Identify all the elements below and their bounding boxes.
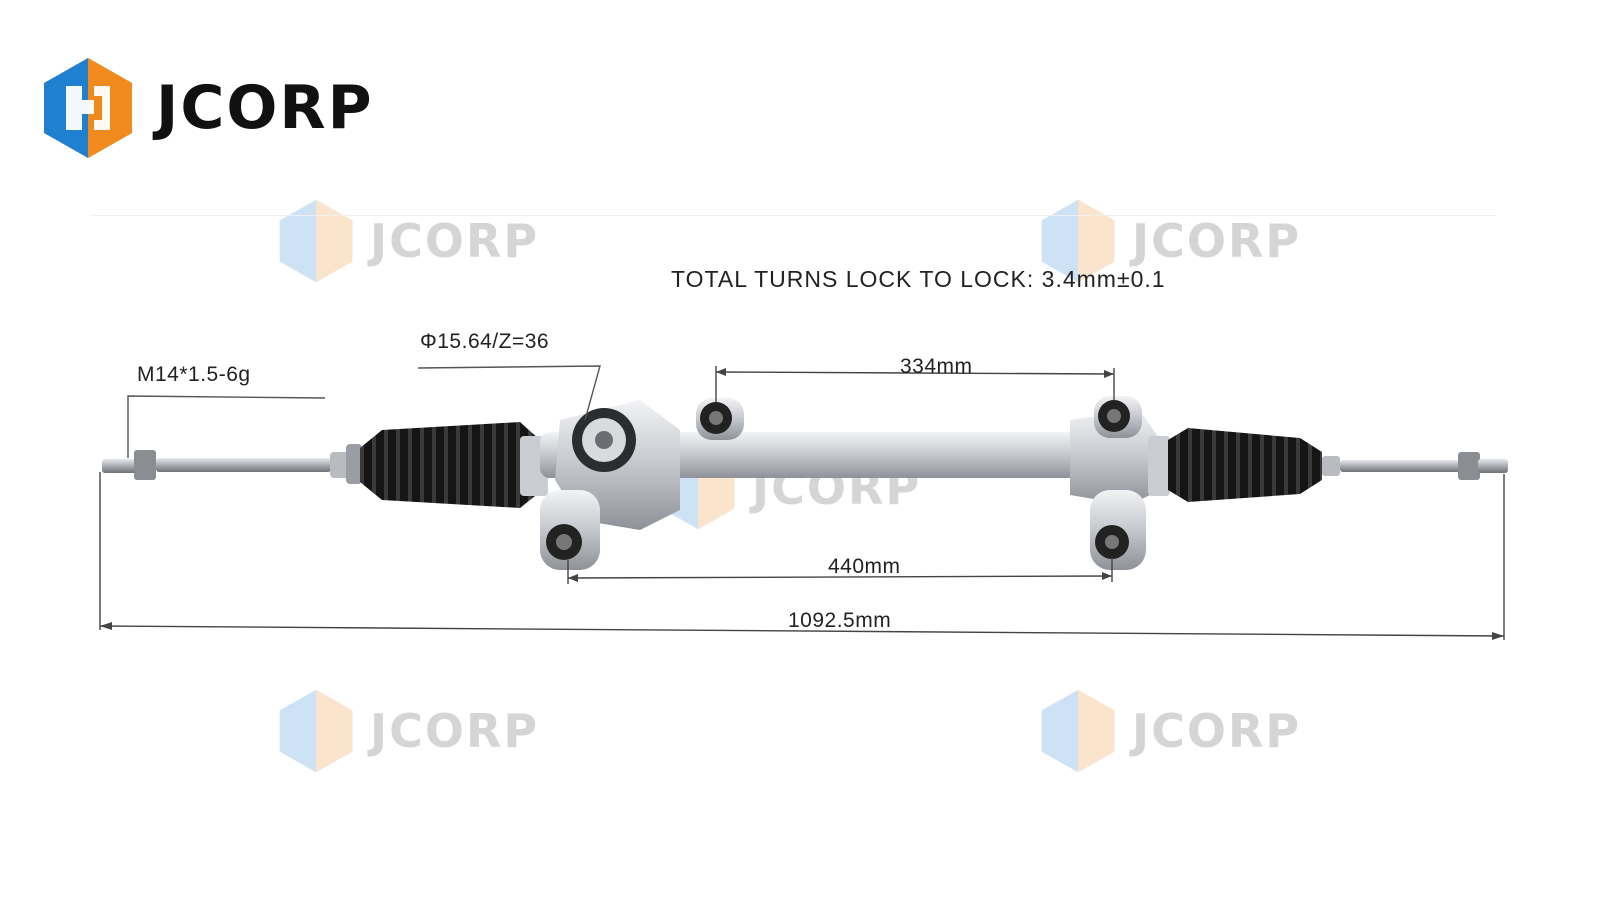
divider-line: [90, 215, 1495, 216]
brand-name: JCORP: [156, 73, 374, 143]
watermark: JCORP: [278, 688, 539, 774]
watermark: JCORP: [1040, 198, 1301, 284]
watermark: JCORP: [1040, 688, 1301, 774]
dimension-line-334: [715, 366, 1115, 402]
watermark-logo-icon: [279, 689, 353, 773]
watermark-text: JCORP: [1132, 704, 1302, 758]
pinion-spec-label: Φ15.64/Z=36: [420, 330, 550, 353]
dimension-line-440: [567, 558, 1113, 584]
brand-logo: JCORP: [42, 56, 374, 160]
right-tie-rod: [1322, 452, 1508, 480]
dimension-label-lower-mounts: 440mm: [828, 555, 901, 578]
thread-spec-leader-line: [127, 395, 326, 458]
watermark-text: JCORP: [370, 704, 540, 758]
dimension-label-upper-mounts: 334mm: [900, 355, 973, 378]
total-turns-title: TOTAL TURNS LOCK TO LOCK: 3.4mm±0.1: [671, 266, 1166, 292]
dimension-line-total: [99, 472, 1505, 640]
watermark-logo-icon: [1041, 689, 1115, 773]
rack-housing: [540, 396, 1160, 570]
right-bellows-boot: [1148, 428, 1322, 502]
brand-logo-icon: [44, 58, 132, 158]
watermark-logo-icon: [1041, 199, 1115, 283]
dimension-label-total-length: 1092.5mm: [788, 609, 892, 632]
watermark-logo-icon: [279, 199, 353, 283]
watermark: JCORP: [278, 198, 539, 284]
thread-spec-label: M14*1.5-6g: [137, 363, 251, 386]
left-bellows-boot: [360, 422, 548, 508]
left-tie-rod: [102, 444, 362, 484]
pinion-spec-leader-line: [417, 365, 601, 421]
watermark-text: JCORP: [1132, 214, 1302, 268]
watermark-text: JCORP: [370, 214, 540, 268]
